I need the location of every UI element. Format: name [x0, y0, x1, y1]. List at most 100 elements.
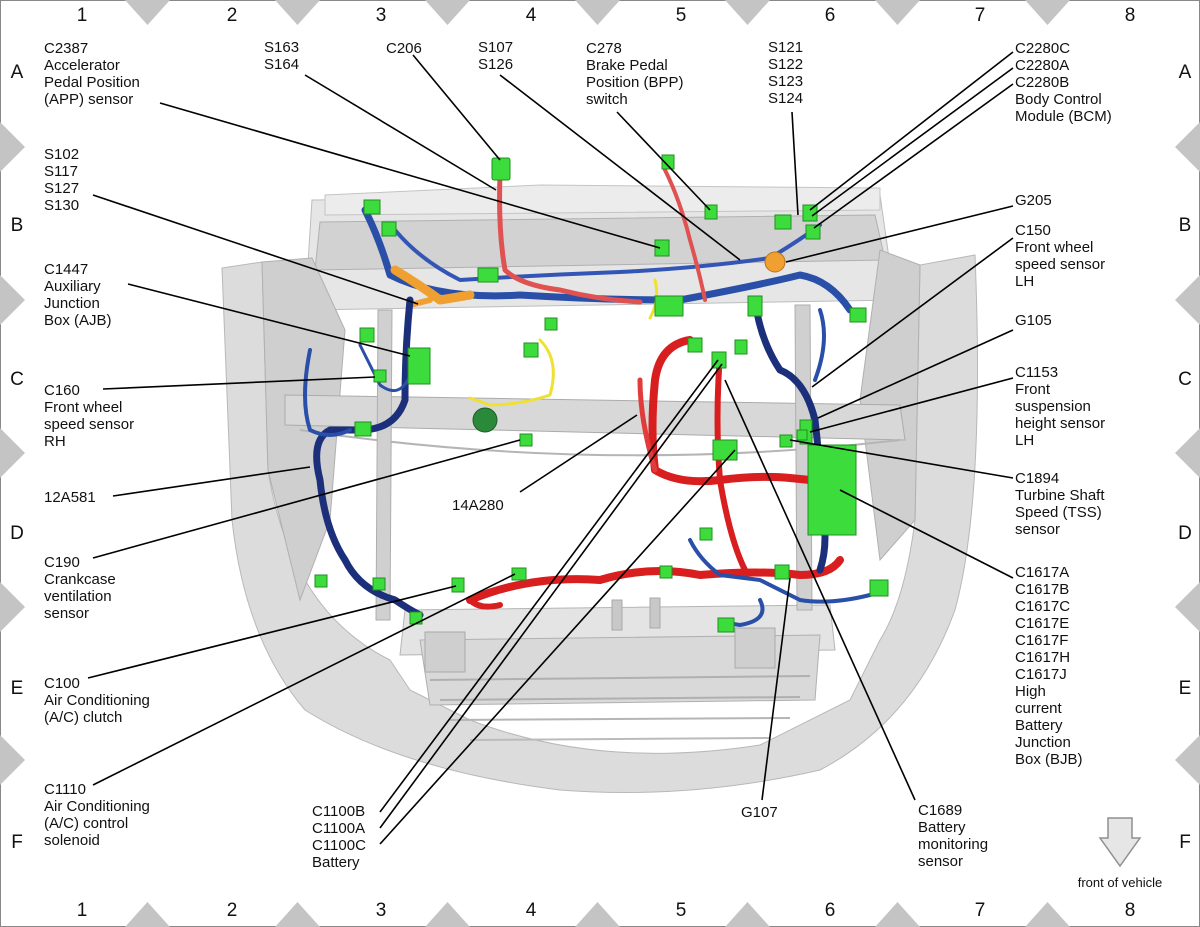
connector-lower-left	[314, 574, 328, 588]
label-g107: G107	[741, 804, 778, 821]
label-c206: C206	[386, 40, 422, 57]
grid-row-b: B	[1179, 215, 1192, 236]
grid-row-f: F	[1179, 832, 1191, 853]
grid-col-4: 4	[526, 5, 537, 26]
connector-s163	[363, 199, 381, 215]
connector-c1110	[511, 567, 527, 581]
label-g205: G205	[1015, 192, 1052, 209]
leader-lines	[87, 51, 1014, 845]
connector-c1100-b	[734, 339, 748, 355]
crankcase-sensor-body	[472, 407, 498, 433]
grid-col-1: 1	[77, 5, 88, 26]
grid-col-3: 3	[376, 5, 387, 26]
connector-c2387	[654, 239, 670, 257]
connector-upper-left	[381, 221, 397, 237]
connector-right-upper	[849, 307, 867, 323]
connector-ccv-upper	[523, 342, 539, 358]
grid-row-f: F	[11, 832, 23, 853]
label-s107: S107 S126	[478, 39, 517, 73]
grid-row-labels-left: A B C D E F	[10, 62, 24, 853]
grid-column-labels-bottom: 1 2 3 4 5 6 7 8	[77, 900, 1136, 921]
grid-col-8: 8	[1125, 900, 1136, 921]
arrow-down-icon	[1098, 817, 1142, 868]
grid-col-2: 2	[227, 900, 238, 921]
connector-left-upper	[359, 327, 375, 343]
grid-col-4: 4	[526, 900, 537, 921]
grid-col-2: 2	[227, 5, 238, 26]
label-c1617-bjb: C1617A C1617B C1617C C1617E C1617F C1617…	[1015, 564, 1083, 768]
grid-row-e: E	[1179, 678, 1192, 699]
grid-row-a: A	[11, 62, 24, 83]
label-s121: S121 S122 S123 S124	[768, 39, 807, 107]
label-c1894: C1894 Turbine Shaft Speed (TSS) sensor	[1015, 470, 1109, 538]
grid-col-7: 7	[975, 900, 986, 921]
connector-g107	[774, 564, 790, 580]
grid-col-6: 6	[825, 900, 836, 921]
connector-left-mid	[354, 421, 372, 437]
label-c1100: C1100B C1100A C1100C Battery	[312, 803, 370, 871]
connector-center-small	[544, 317, 558, 331]
connector-c206	[491, 157, 511, 181]
grid-row-c: C	[10, 369, 24, 390]
label-12a581: 12A581	[44, 489, 96, 506]
connector-c100	[451, 577, 465, 593]
label-g105: G105	[1015, 312, 1052, 329]
grid-row-b: B	[11, 215, 24, 236]
connector-c160	[373, 369, 387, 383]
label-c190: C190 Crankcase ventilation sensor	[44, 554, 120, 622]
connector-c278-upper	[661, 154, 675, 170]
connector-c1447-ajb	[407, 347, 431, 385]
label-c1447: C1447 Auxiliary Junction Box (AJB)	[44, 261, 112, 329]
label-s102: S102 S117 S127 S130	[44, 146, 83, 214]
label-c100: C100 Air Conditioning (A/C) clutch	[44, 675, 154, 726]
connector-right-lower	[869, 579, 889, 597]
connector-mid-right	[747, 295, 763, 317]
grid-col-7: 7	[975, 5, 986, 26]
grid-col-5: 5	[676, 900, 687, 921]
grid-col-6: 6	[825, 5, 836, 26]
front-of-vehicle-label: front of vehicle	[1078, 875, 1163, 890]
label-c2387: C2387 Accelerator Pedal Position (APP) s…	[44, 40, 144, 108]
connector-c2280-b	[805, 224, 821, 240]
connector-upper-mid	[477, 267, 499, 283]
connector-c1894	[779, 434, 793, 448]
grid-row-a: A	[1179, 62, 1192, 83]
grid-col-3: 3	[376, 900, 387, 921]
connector-lower-left-b	[372, 577, 386, 591]
label-c1689: C1689 Battery monitoring sensor	[918, 802, 992, 870]
grid-row-e: E	[11, 678, 24, 699]
grid-col-8: 8	[1125, 5, 1136, 26]
label-14a280: 14A280	[452, 497, 504, 514]
grid-row-c: C	[1178, 369, 1192, 390]
grid-col-5: 5	[676, 5, 687, 26]
grid-col-1: 1	[77, 900, 88, 921]
connector-lower-mid	[699, 527, 713, 541]
front-of-vehicle-indicator: front of vehicle	[1078, 817, 1163, 890]
grid-column-labels-top: 1 2 3 4 5 6 7 8	[77, 5, 1136, 26]
label-s163: S163 S164	[264, 39, 303, 73]
connector-c1100-battery	[712, 439, 738, 461]
connector-c190	[519, 433, 533, 447]
connector-s121	[774, 214, 792, 230]
vehicle-front-structure	[221, 184, 978, 793]
connector-center-upper	[654, 295, 684, 317]
label-c2280: C2280C C2280A C2280B Body Control Module…	[1015, 40, 1112, 125]
label-c150: C150 Front wheel speed sensor LH	[1015, 222, 1109, 290]
label-c1110: C1110 Air Conditioning (A/C) control sol…	[44, 781, 154, 849]
label-c1153: C1153 Front suspension height sensor LH	[1015, 364, 1109, 449]
label-c160: C160 Front wheel speed sensor RH	[44, 382, 138, 450]
grid-row-labels-right: A B C D E F	[1178, 62, 1192, 853]
battery-junction-box	[807, 444, 857, 536]
connector-lower-right	[717, 617, 735, 633]
connectors	[314, 154, 889, 633]
grid-row-d: D	[10, 523, 24, 544]
ground-g205-stud	[764, 251, 786, 273]
label-c278: C278 Brake Pedal Position (BPP) switch	[586, 40, 688, 108]
connector-g105	[796, 429, 808, 441]
connector-center	[687, 337, 703, 353]
grid-row-d: D	[1178, 523, 1192, 544]
callout-labels: C2387 Accelerator Pedal Position (APP) s…	[44, 39, 1112, 871]
connector-lower-center	[659, 565, 673, 579]
